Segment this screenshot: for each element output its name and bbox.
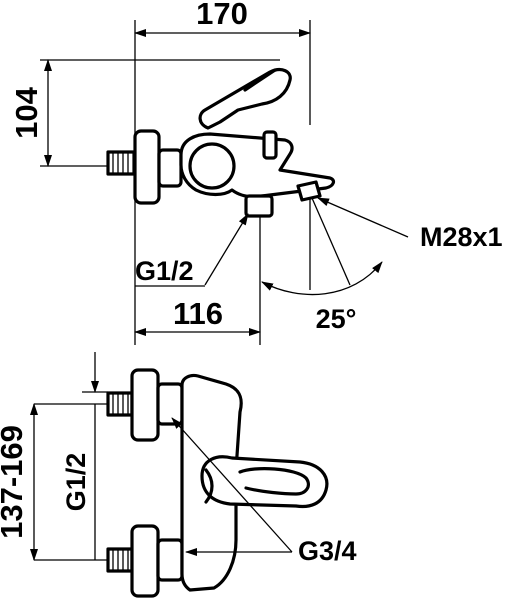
angle-line-tilted: [311, 197, 351, 286]
dimension-width-label: 170: [196, 0, 248, 31]
body-thread-label: G3/4: [298, 536, 357, 566]
wall-flange: [133, 129, 161, 205]
front-view: 137-169 G1/2 G3/4: [0, 352, 357, 598]
dimension-height-label: 104: [9, 86, 44, 138]
upper-wall-flange: [130, 368, 160, 442]
leader-inlet-thread: [204, 213, 249, 286]
dimension-centres-label: 137-169: [0, 425, 29, 539]
angle-arc: [261, 261, 383, 296]
diverter-knob: [262, 130, 278, 160]
outlet-nipple: [244, 194, 274, 218]
dimension-outlet-offset-label: 116: [173, 296, 223, 331]
angle-label: 25°: [316, 304, 357, 334]
outlet-thread-label: M28x1: [420, 222, 503, 252]
connector-nut: [157, 148, 183, 188]
cartridge-housing: [188, 142, 236, 190]
leader-outlet-thread: [317, 197, 409, 238]
lever-slot: [238, 467, 310, 496]
side-view: 170 104 116 G1/2 M28x1: [9, 0, 503, 345]
upper-connector-nut: [156, 382, 184, 426]
inlet-nipple: [106, 150, 136, 176]
side-inlet-thread-label: G1/2: [135, 256, 194, 286]
aerator: [296, 180, 322, 202]
lever-highlight: [243, 68, 277, 92]
lower-wall-flange: [130, 524, 160, 598]
lower-connector-nut: [156, 538, 184, 582]
front-inlet-thread-label: G1/2: [61, 453, 91, 512]
leader-body-thread-upper: [171, 417, 293, 553]
lever-handle: [198, 67, 292, 130]
lever-neck: [204, 468, 214, 504]
